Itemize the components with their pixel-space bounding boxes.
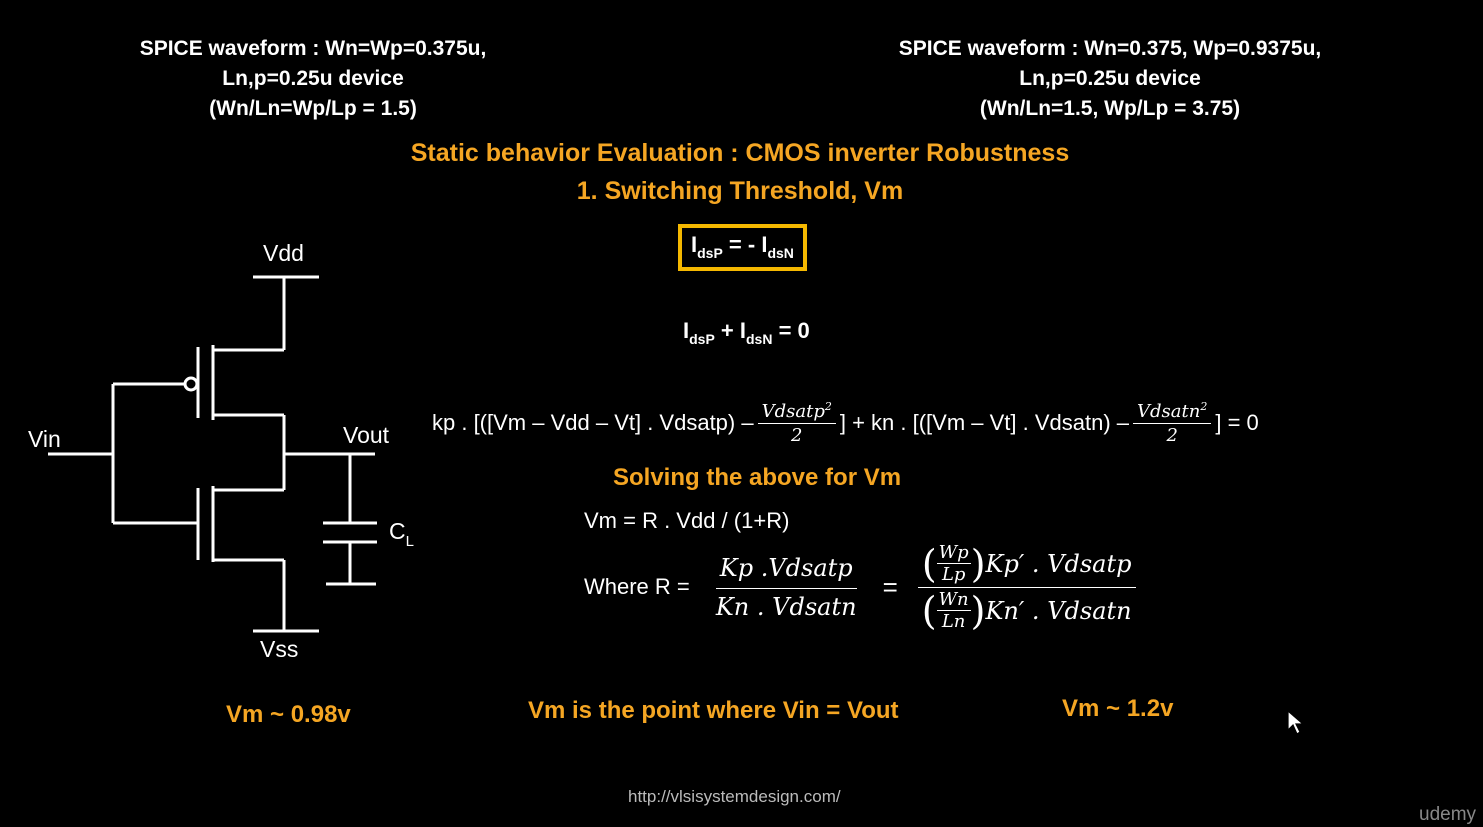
current-equation: kp . [([Vm – Vdd – Vt] . Vdsatp) – Vdsat… xyxy=(432,400,1259,446)
frac2-sup: 2 xyxy=(1200,400,1208,413)
cl-sub: L xyxy=(405,533,414,550)
vout-label: Vout xyxy=(343,422,390,448)
header-left-line1: SPICE waveform : Wn=Wp=0.375u, xyxy=(139,37,487,60)
sum-equation: IdsP + IdsN = 0 xyxy=(683,318,810,347)
solving-label: Solving the above for Vm xyxy=(613,464,902,491)
footer-url[interactable]: http://vlsisystemdesign.com/ xyxy=(628,787,841,806)
boxed-equation: IdsP = - IdsN xyxy=(678,224,807,271)
r-num2-rest: Kp′ . Vdsatp xyxy=(985,549,1132,578)
sum-eq-mid: + I xyxy=(714,318,746,343)
vdd-label: Vdd xyxy=(263,240,304,266)
frac2-num: Vdsatn xyxy=(1137,401,1201,422)
sum-eq-sub-p: dsP xyxy=(689,331,715,347)
r-den2-rest: Kn′ . Vdsatn xyxy=(985,596,1132,625)
vin-label: Vin xyxy=(28,426,61,452)
slide-title-line2: 1. Switching Threshold, Vm xyxy=(576,177,904,205)
sum-eq-tail: = 0 xyxy=(772,318,810,343)
long-eq-part1: kp . [([Vm – Vdd – Vt] . Vdsatp) – xyxy=(432,410,754,435)
frac1-sup: 2 xyxy=(824,400,832,413)
r-den2-l: Ln xyxy=(941,611,966,632)
header-right: SPICE waveform : Wn=0.375, Wp=0.9375u, L… xyxy=(860,34,1360,124)
fraction-vdsatp: Vdsatp2 2 xyxy=(757,400,836,446)
r-num1: Kp .Vdsatp xyxy=(715,554,857,589)
slide-title-line1: Static behavior Evaluation : CMOS invert… xyxy=(410,139,1070,167)
vss-label: Vss xyxy=(260,636,299,662)
result-middle: Vm is the point where Vin = Vout xyxy=(528,697,899,724)
vm-equation: Vm = R . Vdd / (1+R) xyxy=(584,508,790,533)
fraction-r-simple: Kp .Vdsatp Kn . Vdsatn xyxy=(715,554,857,621)
r-num2-w: Wp xyxy=(936,542,971,564)
r-den1: Kn . Vdsatn xyxy=(715,592,857,621)
slide-title: Static behavior Evaluation : CMOS invert… xyxy=(340,134,1140,210)
boxed-eq-sub-p: dsP xyxy=(697,245,723,261)
cl-label: CL xyxy=(389,518,414,550)
sum-eq-i: I xyxy=(683,318,690,343)
header-right-line2: Ln,p=0.25u device xyxy=(1019,67,1201,90)
long-eq-part3: ] = 0 xyxy=(1215,410,1259,435)
mouse-cursor-icon xyxy=(1287,710,1305,735)
udemy-watermark: udemy xyxy=(1419,804,1477,825)
result-left: Vm ~ 0.98v xyxy=(226,701,351,728)
frac1-num: Vdsatp xyxy=(761,401,825,422)
header-left: SPICE waveform : Wn=Wp=0.375u, Ln,p=0.25… xyxy=(113,34,513,124)
where-label: Where R = xyxy=(584,574,690,599)
fraction-vdsatn: Vdsatn2 2 xyxy=(1133,400,1212,446)
header-left-line2: Ln,p=0.25u device xyxy=(222,67,404,90)
cmos-inverter-diagram xyxy=(48,275,377,633)
long-eq-part2: ] + kn . [([Vm – Vt] . Vdsatn) – xyxy=(839,410,1130,435)
result-right: Vm ~ 1.2v xyxy=(1062,695,1174,722)
pmos-bubble xyxy=(183,376,199,392)
frac2-den: 2 xyxy=(1166,425,1178,446)
boxed-eq-mid: = - I xyxy=(722,232,768,257)
frac1-den: 2 xyxy=(790,425,803,446)
boxed-eq-sub-n: dsN xyxy=(767,245,794,261)
header-left-line3: (Wn/Ln=Wp/Lp = 1.5) xyxy=(209,97,417,120)
header-right-line3: (Wn/Ln=1.5, Wp/Lp = 3.75) xyxy=(979,97,1241,120)
header-right-line1: SPICE waveform : Wn=0.375, Wp=0.9375u, xyxy=(898,37,1322,60)
sum-eq-sub-n: dsN xyxy=(746,331,773,347)
cl-text: C xyxy=(389,518,406,544)
r-equals: = xyxy=(882,571,898,602)
r-num2-l: Lp xyxy=(941,564,966,585)
r-den2-w: Wn xyxy=(936,589,971,611)
boxed-eq-i: I xyxy=(691,232,698,257)
